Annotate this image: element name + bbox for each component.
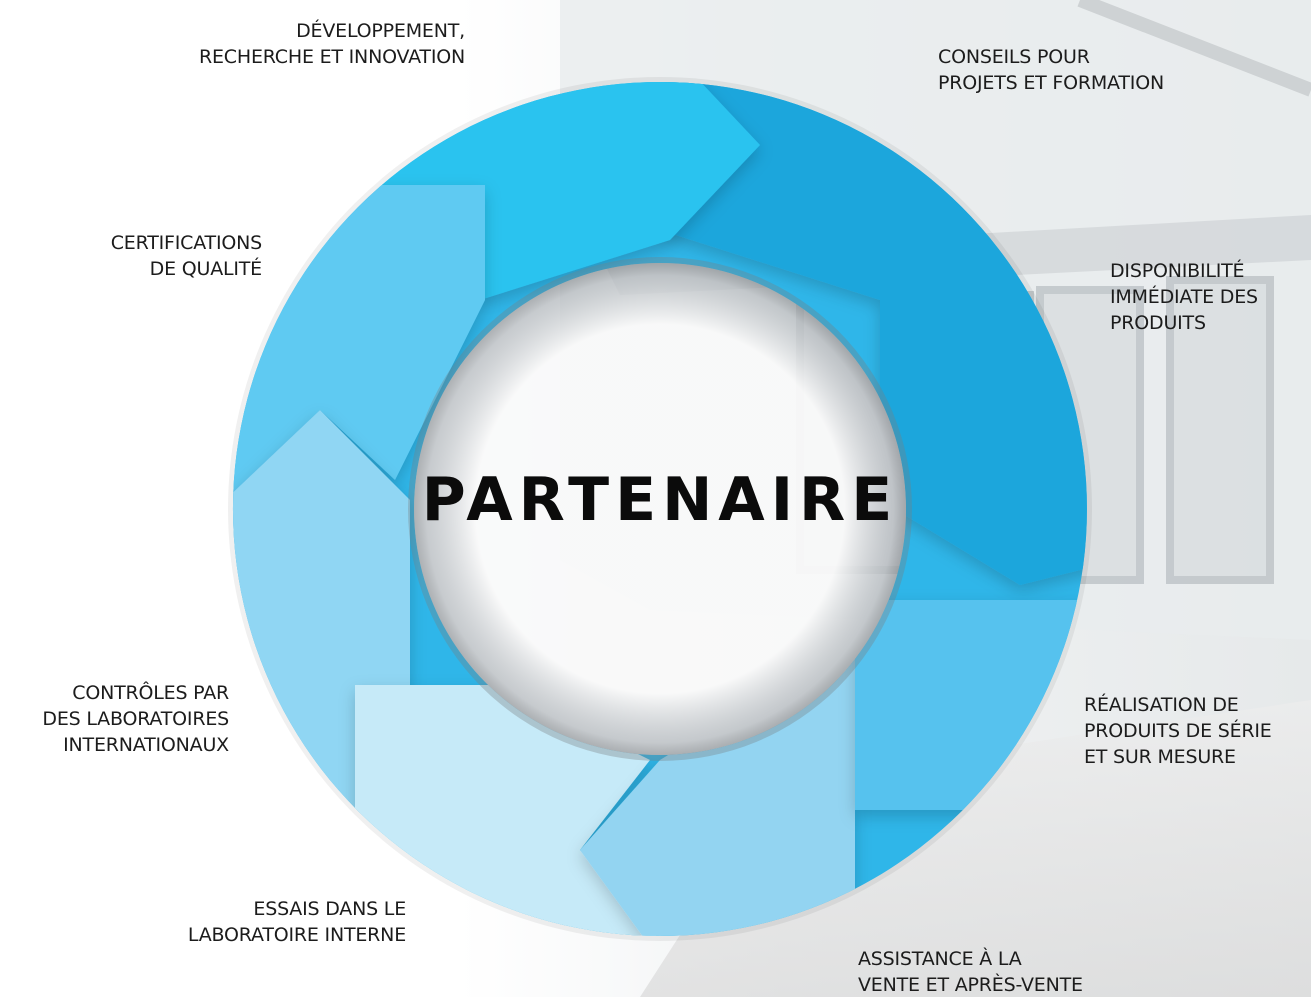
label-developpement: DÉVELOPPEMENT, RECHERCHE ET INNOVATION: [198, 20, 465, 68]
label-assistance: ASSISTANCE À LA VENTE ET APRÈS-VENTE: [858, 948, 1083, 996]
label-conseils: CONSEILS POUR PROJETS ET FORMATION: [938, 46, 1164, 94]
arrow-segment-right-lower: [855, 600, 1087, 810]
label-disponibilite: DISPONIBILITÉ IMMÉDIATE DES PRODUITS: [1110, 260, 1258, 334]
label-certifications: CERTIFICATIONS DE QUALITÉ: [110, 232, 262, 280]
center-circle: [414, 263, 906, 755]
label-essais: ESSAIS DANS LE LABORATOIRE INTERNE: [187, 898, 406, 946]
center-title: PARTENAIRE: [421, 465, 899, 535]
label-controles: CONTRÔLES PAR DES LABORATOIRES INTERNATI…: [42, 682, 229, 756]
label-realisation: RÉALISATION DE PRODUITS DE SÉRIE ET SUR …: [1084, 694, 1272, 768]
